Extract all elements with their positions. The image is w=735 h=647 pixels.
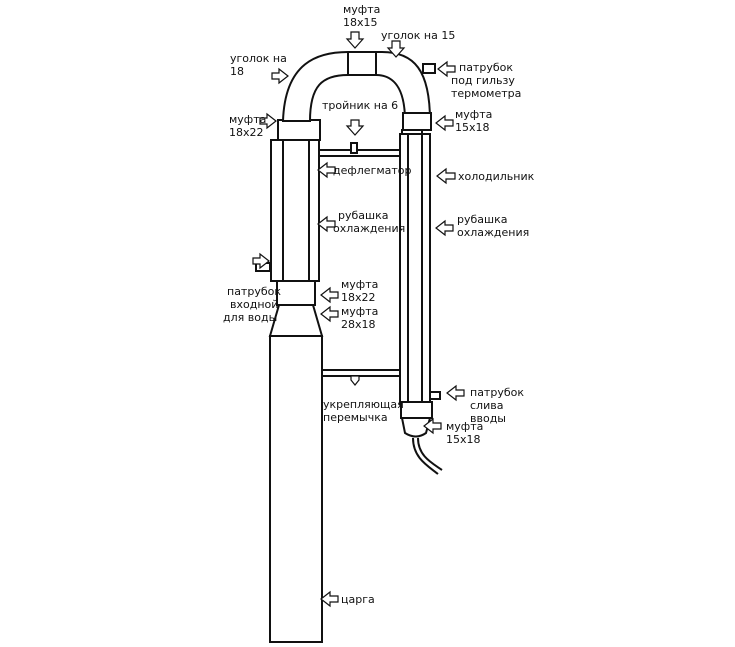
arrow-left-rubashka-right (435, 219, 454, 237)
label-holodilnik: холодильник (458, 170, 535, 183)
label-ukreplyayuschaya: укрепляющая перемычка (323, 398, 407, 424)
arrow-right-ugolok-18 (271, 67, 289, 85)
arrow-left-mufta-15x18-top (435, 114, 454, 132)
arrow-down-ugolok-15 (386, 40, 406, 58)
labels: муфта 18х15 уголок на 15 уголок на 18 па… (223, 3, 535, 606)
condenser-outlet-taper (400, 417, 432, 438)
arrow-left-mufta-28x18 (320, 305, 339, 323)
arrow-down-troynik (345, 119, 365, 136)
arrow-left-rubashka-left (317, 215, 336, 233)
arrow-right-mufta-18x22-top (259, 112, 277, 130)
arrow-down-mufta-18x15 (345, 31, 365, 49)
arrow-left-thermometer (437, 60, 456, 78)
dephlegmator-inner-tube (282, 137, 310, 282)
label-rubashka-right: рубашка охлаждения (457, 213, 529, 239)
tsarga-column (269, 335, 323, 643)
outlet-hose (412, 437, 439, 475)
coupling-18x15 (347, 52, 377, 75)
arrow-left-tsarga (320, 590, 339, 608)
arrow-left-mufta-18x22-mid (320, 286, 339, 304)
label-patrubok-vhod: патрубок входной для воды (223, 285, 285, 324)
arrow-up-perem (350, 375, 360, 386)
thermometer-nozzle (422, 63, 436, 74)
label-tsarga: царга (341, 593, 375, 606)
coupling-15x18-top (402, 112, 432, 131)
label-rubashka-left: рубашка охлаждения (333, 209, 405, 235)
label-ugolok-18: уголок на 18 (230, 52, 290, 78)
apparatus-structure (255, 51, 443, 643)
label-mufta-18x22-mid: муфта 18х22 (341, 278, 382, 304)
label-mufta-15x18-bottom: муфта 15х18 (446, 420, 487, 446)
drain-nozzle (429, 391, 441, 400)
label-mufta-15x18-top: муфта 15х18 (455, 108, 496, 134)
label-mufta-18x22-top: муфта 18х22 (229, 113, 270, 139)
label-troynik: тройник на 6 (322, 99, 398, 112)
arrow-left-drain (446, 384, 465, 402)
label-ugolok-15: уголок на 15 (381, 29, 455, 42)
arrow-left-deflegmator (317, 161, 336, 179)
coupling-18x22-middle (276, 279, 316, 306)
label-patrubok-gilza: патрубок под гильзу термометра (451, 61, 521, 100)
arrow-left-holodilnik (436, 167, 456, 185)
outlet-hose-edge (417, 437, 443, 471)
arrow-right-inlet (252, 252, 270, 270)
label-mufta-28x18: муфта 28х18 (341, 305, 382, 331)
coupling-18x22-top (277, 119, 321, 141)
label-patrubok-sliv: патрубок слива вводы (470, 386, 528, 425)
pointer-arrows (252, 31, 465, 608)
label-mufta-18x15: муфта 18х15 (343, 3, 384, 29)
arrow-left-mufta-15x18-bottom (423, 417, 442, 435)
tee-fitting (350, 142, 358, 154)
label-deflegmator: дефлегматор (333, 164, 412, 177)
